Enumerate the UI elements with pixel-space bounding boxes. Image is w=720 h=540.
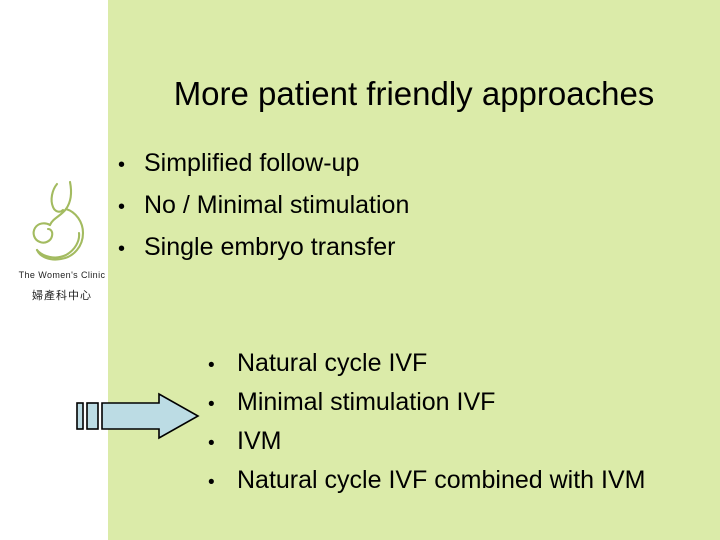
list-item: • Single embryo transfer (118, 227, 409, 269)
bullet-icon: • (208, 355, 215, 376)
list-item: • Natural cycle IVF (208, 345, 645, 384)
bullet-icon: • (118, 238, 126, 260)
secondary-bullet-list: • Natural cycle IVF • Minimal stimulatio… (208, 345, 645, 501)
primary-bullet-list: • Simplified follow-up • No / Minimal st… (118, 143, 409, 269)
bullet-icon: • (118, 196, 126, 218)
list-item-label: Simplified follow-up (144, 149, 360, 177)
page-title: More patient friendly approaches (173, 75, 655, 112)
clinic-name-en: The Women's Clinic (18, 270, 106, 280)
list-item: • No / Minimal stimulation (118, 185, 409, 227)
bullet-icon: • (208, 394, 215, 415)
list-item-label: Minimal stimulation IVF (237, 388, 496, 416)
bullet-icon: • (208, 472, 215, 493)
list-item: • IVM (208, 423, 645, 462)
striped-right-arrow-icon (76, 392, 200, 440)
list-item: • Minimal stimulation IVF (208, 384, 645, 423)
list-item: • Natural cycle IVF combined with IVM (208, 462, 645, 501)
clinic-logo: The Women's Clinic 婦產科中心 (14, 178, 110, 303)
list-item-label: Single embryo transfer (144, 233, 396, 261)
list-item-label: Natural cycle IVF (237, 349, 428, 377)
mother-and-child-icon (32, 180, 85, 261)
list-item-label: Natural cycle IVF combined with IVM (237, 466, 646, 494)
content-panel (108, 0, 720, 540)
list-item: • Simplified follow-up (118, 143, 409, 185)
list-item-label: IVM (237, 427, 282, 455)
bullet-icon: • (118, 154, 126, 176)
clinic-name-zh: 婦產科中心 (32, 290, 92, 302)
list-item-label: No / Minimal stimulation (144, 191, 410, 219)
bullet-icon: • (208, 433, 215, 454)
